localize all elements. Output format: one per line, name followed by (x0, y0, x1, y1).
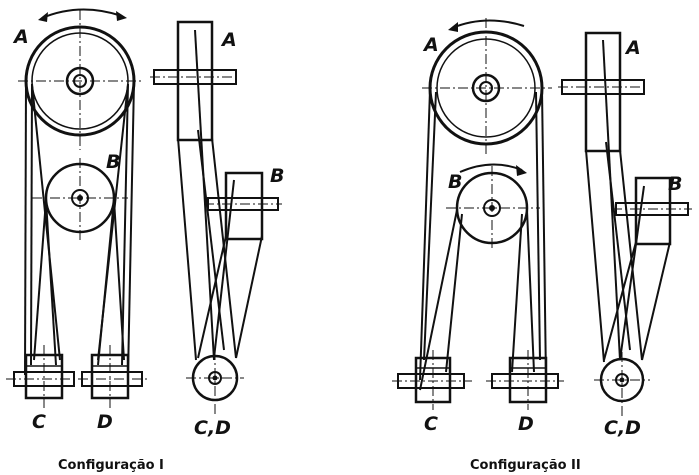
label-d: D (97, 411, 113, 433)
label-b: B (448, 171, 462, 193)
side-label-a: A (624, 37, 641, 59)
belts (419, 89, 547, 391)
config-2-side-view: A B C,D (558, 31, 692, 439)
config-2: A B C D (392, 18, 692, 473)
arrow-head-left (38, 12, 48, 22)
label-c: C (32, 411, 46, 433)
side-label-a: A (220, 29, 237, 51)
belts (24, 81, 135, 376)
caption-config-1: Configuração I (58, 458, 164, 473)
side-label-b: B (270, 165, 284, 187)
pulley-c (397, 356, 465, 404)
caption-config-2: Configuração II (470, 458, 581, 473)
label-a: A (12, 26, 29, 48)
label-c: C (424, 413, 438, 435)
config-1-side-view: A B C,D (150, 20, 284, 439)
rotation-arrow-icon (448, 22, 458, 32)
config-2-front-view: A B C D (392, 18, 564, 435)
side-label-cd: C,D (194, 417, 231, 439)
pulley-d (491, 356, 559, 404)
pulley-d (81, 353, 143, 400)
label-d: D (518, 413, 534, 435)
side-label-cd: C,D (604, 417, 641, 439)
label-a: A (422, 34, 439, 56)
label-b: B (106, 151, 120, 173)
rotation-arrow-icon (41, 8, 123, 19)
config-1: A B C D (6, 8, 284, 473)
config-1-front-view: A B C D (6, 8, 148, 433)
arrow-head-right (116, 11, 127, 21)
rotation-arrow-icon (516, 165, 527, 176)
side-label-b: B (668, 173, 682, 195)
